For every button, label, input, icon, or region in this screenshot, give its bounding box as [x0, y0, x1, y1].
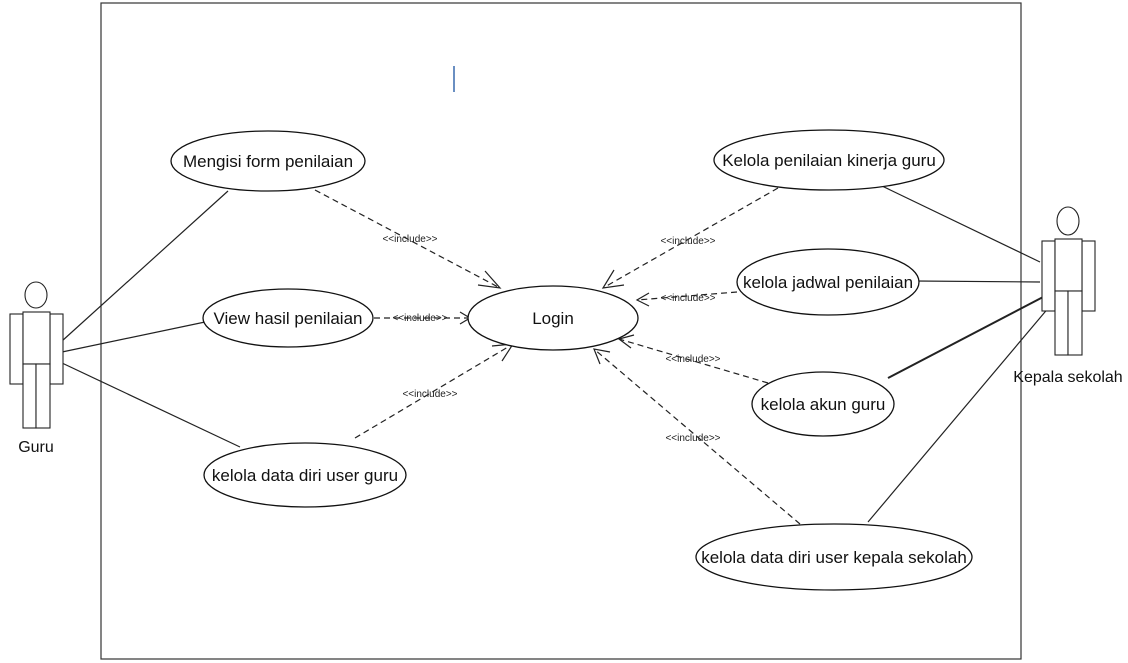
- system-boundary: [100, 2, 1022, 660]
- include-mengisi-login: [314, 189, 501, 289]
- usecase-mengisi-form: Mengisi form penilaian: [170, 130, 366, 192]
- actor-kepala-leg-left: [1054, 290, 1069, 356]
- assoc-guru-mengisi-form: [61, 190, 229, 342]
- actor-guru-label: Guru: [18, 439, 54, 456]
- usecase-kelola-jadwal: kelola jadwal penilaian: [736, 248, 920, 316]
- include-data-kepala-arrowhead: [593, 348, 611, 365]
- usecase-login-label: Login: [532, 309, 574, 328]
- include-label-mengisi: <<include>>: [382, 234, 437, 245]
- usecase-kelola-data-kepala-label: kelola data diri user kepala sekolah: [701, 548, 967, 567]
- usecase-kelola-kinerja-label: Kelola penilaian kinerja guru: [722, 151, 936, 170]
- actor-kepala-arm-left: [1041, 240, 1056, 312]
- usecase-kelola-kinerja: Kelola penilaian kinerja guru: [713, 129, 945, 191]
- include-label-data-kepala: <<include>>: [665, 433, 720, 444]
- include-label-view: <<include>>: [392, 313, 447, 324]
- actor-guru-head: [24, 281, 48, 309]
- usecase-kelola-data-guru-label: kelola data diri user guru: [212, 466, 398, 485]
- assoc-guru-kelola-data: [61, 362, 241, 448]
- usecase-kelola-akun: kelola akun guru: [751, 371, 895, 437]
- include-jadwal-arrowhead: [635, 292, 650, 307]
- usecase-kelola-akun-label: kelola akun guru: [761, 395, 886, 414]
- usecase-kelola-jadwal-label: kelola jadwal penilaian: [743, 273, 913, 292]
- assoc-kepala-data-diri: [867, 305, 1051, 523]
- actor-kepala-head: [1056, 206, 1080, 236]
- usecase-kelola-data-kepala: kelola data diri user kepala sekolah: [695, 523, 973, 591]
- actor-guru-torso: [22, 311, 51, 365]
- usecase-view-hasil: View hasil penilaian: [202, 288, 374, 348]
- include-label-akun: <<include>>: [665, 354, 720, 365]
- include-kinerja-arrowhead: [601, 269, 625, 289]
- actor-guru-arm-left: [9, 313, 24, 385]
- include-label-kinerja: <<include>>: [660, 236, 715, 247]
- actor-guru: Guru: [9, 281, 64, 456]
- include-jadwal-login: [636, 291, 738, 301]
- include-data-kepala-login: [593, 348, 801, 525]
- actor-guru-leg-left: [22, 363, 37, 429]
- include-label-kelola-data-guru: <<include>>: [402, 389, 457, 400]
- actor-guru-leg-right: [35, 363, 51, 429]
- actor-kepala-leg-right: [1067, 290, 1083, 356]
- include-mengisi-arrowhead: [477, 270, 502, 289]
- assoc-kepala-akun: [887, 295, 1046, 379]
- actor-guru-arm-right: [49, 313, 64, 385]
- include-kinerja-login: [602, 187, 779, 289]
- usecase-view-hasil-label: View hasil penilaian: [213, 309, 362, 328]
- include-label-jadwal: <<include>>: [660, 293, 715, 304]
- actor-kepala-arm-right: [1081, 240, 1096, 312]
- assoc-guru-view-hasil: [61, 321, 206, 353]
- actor-kepala-label: Kepala sekolah: [1013, 369, 1122, 386]
- include-kelola-data-guru-login: [354, 343, 514, 439]
- actor-kepala-sekolah: Kepala sekolah: [1013, 206, 1123, 386]
- assoc-kepala-jadwal: [914, 280, 1041, 283]
- assoc-kepala-kinerja: [881, 185, 1041, 263]
- usecase-kelola-data-guru: kelola data diri user guru: [203, 442, 407, 508]
- usecase-mengisi-form-label: Mengisi form penilaian: [183, 152, 353, 171]
- usecase-login: Login: [467, 285, 639, 351]
- include-akun-login: [618, 338, 769, 384]
- actor-kepala-torso: [1054, 238, 1083, 292]
- include-akun-arrowhead: [617, 334, 635, 349]
- include-kelola-data-guru-arrowhead: [491, 343, 515, 362]
